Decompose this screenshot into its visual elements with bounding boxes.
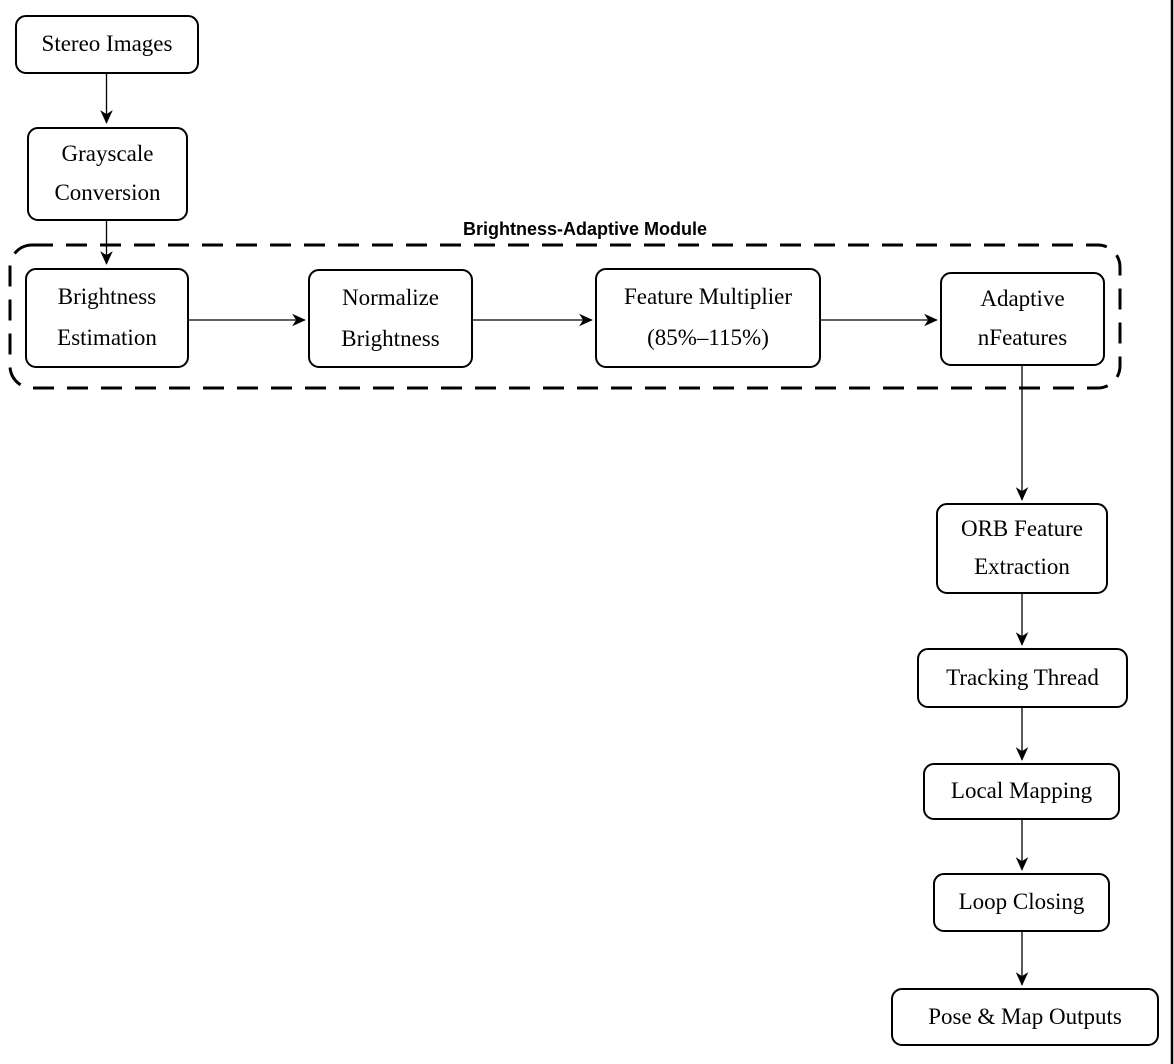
- node-label-line: Estimation: [57, 325, 157, 351]
- node-loop-closing: Loop Closing: [933, 873, 1110, 932]
- node-label-line: Normalize: [341, 285, 440, 311]
- node-label: Local Mapping: [950, 778, 1093, 804]
- module-title: Brightness-Adaptive Module: [462, 219, 708, 239]
- node-label-line: (85%–115%): [647, 325, 769, 351]
- module-dashed-border: [8, 243, 1122, 390]
- node-tracking-thread: Tracking Thread: [917, 648, 1128, 708]
- node-label-line: Brightness: [57, 284, 157, 310]
- node-label: Tracking Thread: [946, 664, 1099, 690]
- node-label-line: Adaptive: [980, 286, 1065, 312]
- node-adaptive-nfeatures: Adaptive nFeatures: [940, 272, 1105, 366]
- node-label-line: Brightness: [341, 325, 440, 351]
- node-label-line: Extraction: [974, 554, 1070, 580]
- node-label-line: Conversion: [54, 180, 161, 206]
- node-label-line: Feature Multiplier: [624, 284, 792, 310]
- node-label-line: ORB Feature: [960, 516, 1083, 542]
- node-label: Pose & Map Outputs: [928, 1003, 1122, 1029]
- node-grayscale-conversion: Grayscale Conversion: [27, 127, 188, 221]
- node-brightness-estimation: Brightness Estimation: [25, 268, 189, 368]
- node-orb-feature-extraction: ORB Feature Extraction: [936, 503, 1108, 594]
- node-label-line: Grayscale: [61, 141, 154, 167]
- node-label-line: nFeatures: [977, 325, 1068, 351]
- node-stereo-images: Stereo Images: [15, 15, 199, 74]
- node-normalize-brightness: Normalize Brightness: [308, 269, 473, 368]
- node-feature-multiplier: Feature Multiplier (85%–115%): [595, 268, 821, 368]
- node-pose-map-outputs: Pose & Map Outputs: [891, 988, 1159, 1046]
- node-local-mapping: Local Mapping: [923, 763, 1120, 820]
- node-label: Stereo Images: [41, 31, 173, 57]
- node-label: Loop Closing: [958, 889, 1085, 915]
